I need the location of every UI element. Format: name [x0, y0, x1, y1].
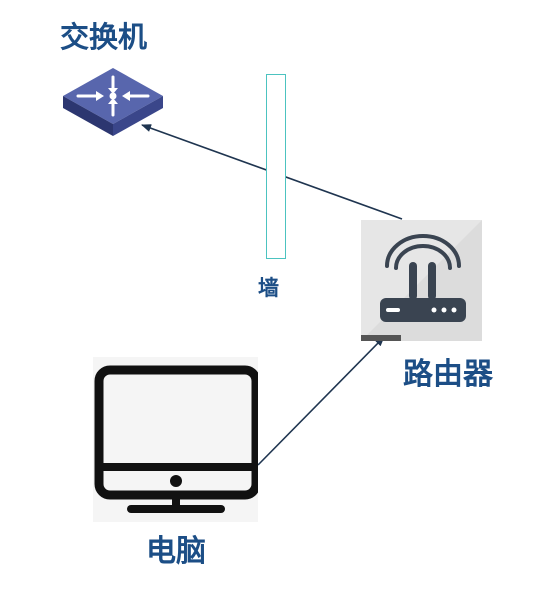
- network-switch-icon: [63, 68, 163, 136]
- router-label: 路由器: [403, 357, 493, 392]
- pc-label: 电脑: [146, 534, 206, 569]
- edge-pc-to-router: [257, 336, 385, 466]
- switch-label: 交换机: [60, 20, 148, 54]
- desktop-monitor-icon: [93, 357, 258, 522]
- wall-label: 墙: [258, 276, 279, 300]
- wall-shape: [266, 74, 286, 259]
- wifi-router-icon: [361, 220, 482, 341]
